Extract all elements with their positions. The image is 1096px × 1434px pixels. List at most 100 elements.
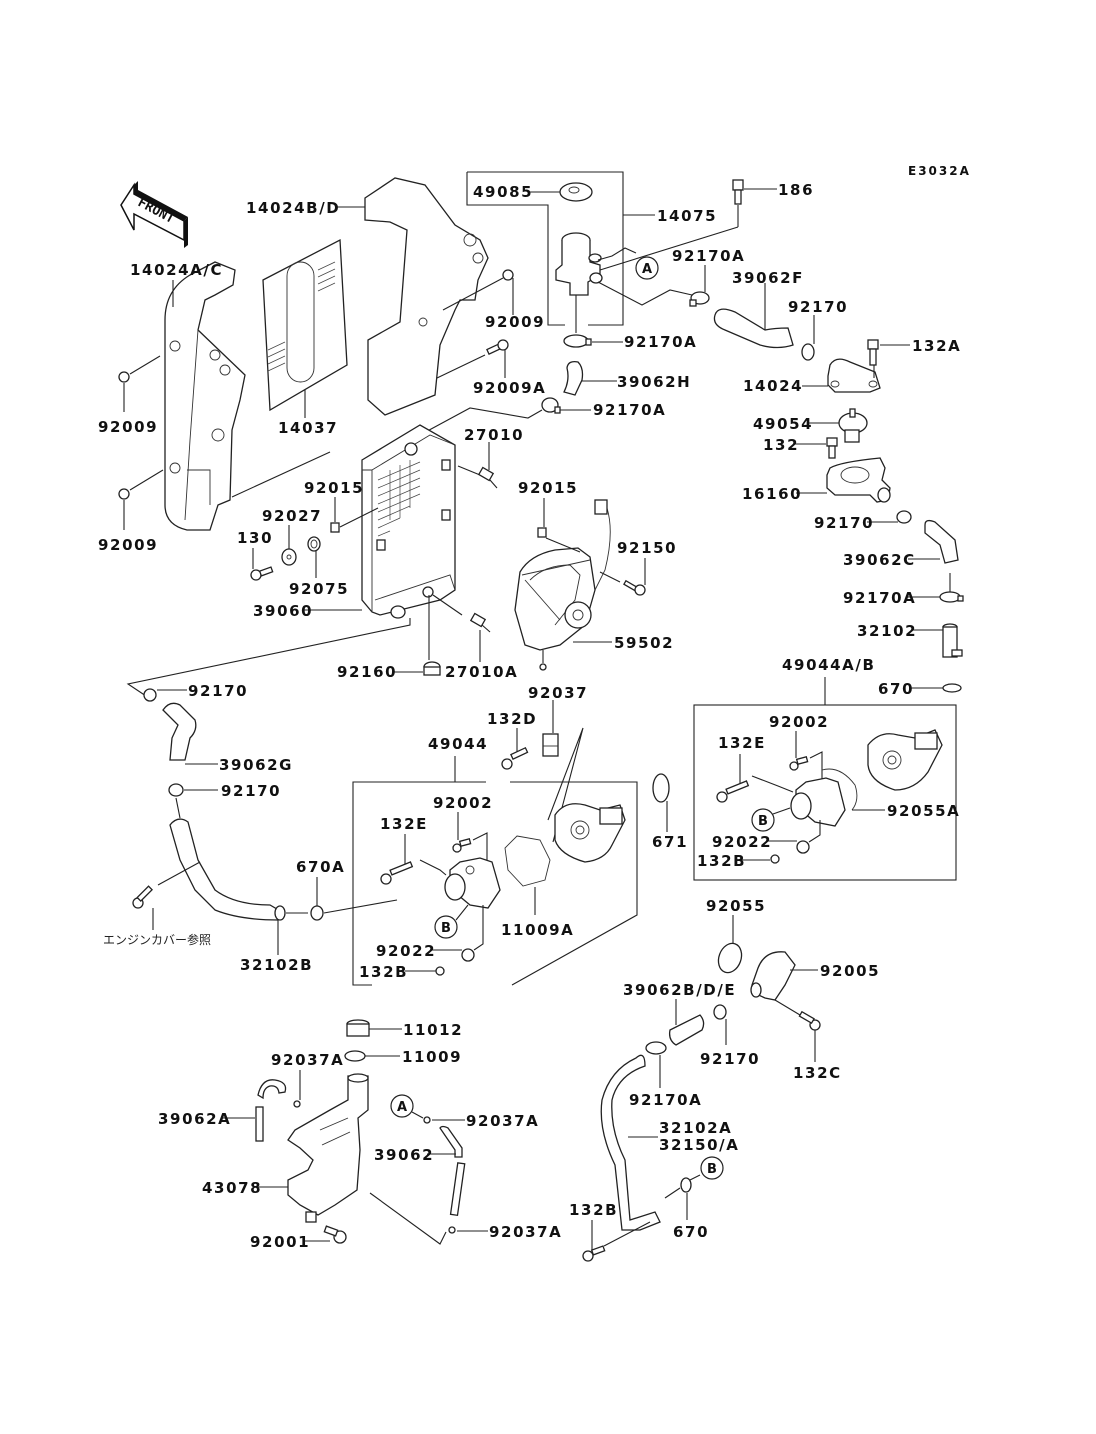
label-11012: 11012 [403, 1021, 463, 1039]
pump-cover-part [790, 777, 846, 827]
bracket-92037-part [542, 733, 559, 757]
label-43078: 43078 [202, 1179, 262, 1197]
reference-a-marker: A [390, 1094, 414, 1118]
clip-92037A-icon [448, 1226, 456, 1234]
label-92002-1: 92002 [433, 794, 493, 812]
pump-cover-part [444, 857, 501, 909]
label-92170-5: 92170 [700, 1050, 760, 1068]
hose-clamp-icon [939, 591, 964, 603]
label-92150: 92150 [617, 539, 677, 557]
hose-clamp-icon [563, 334, 592, 348]
hose-39062H-part [563, 360, 584, 396]
label-92022-1: 92022 [376, 942, 436, 960]
o-ring-670-part [942, 683, 962, 693]
bolt-132B-icon [435, 966, 445, 976]
hose-39062-part [439, 1125, 463, 1158]
hose-39062BDE-part [668, 1014, 705, 1046]
label-92022-2: 92022 [712, 833, 772, 851]
label-92170A-5: 92170A [629, 1091, 702, 1109]
o-ring-92055-part [717, 942, 743, 974]
thermostat-part [838, 408, 868, 443]
clip-92015-part [330, 522, 340, 533]
fan-switch-27010-part [477, 466, 498, 489]
svg-text:A: A [642, 262, 652, 277]
shroud-left-part [164, 261, 246, 531]
bolt-engine-cover-icon [132, 885, 153, 909]
label-39060: 39060 [253, 602, 313, 620]
diagram-code: E3032A [908, 164, 971, 178]
bolt-132B-icon [582, 1245, 606, 1262]
o-ring-670-part [680, 1177, 692, 1193]
label-92027: 92027 [262, 507, 322, 525]
bolt-132E-icon [380, 861, 414, 885]
gasket-11009A-part [504, 835, 551, 887]
hose-39062C-part [924, 519, 959, 564]
hose-clamp-icon [689, 291, 710, 307]
label-92009-top: 92009 [485, 313, 545, 331]
thermostat-housing-part [826, 457, 891, 503]
label-92170-1: 92170 [788, 298, 848, 316]
label-39062C: 39062C [843, 551, 916, 569]
label-39062G: 39062G [219, 756, 293, 774]
o-ring-671-part [652, 773, 670, 803]
thermostat-cover-part [827, 358, 881, 393]
label-92170-4: 92170 [221, 782, 281, 800]
bolt-92009A-icon [436, 339, 509, 379]
label-92170A-4: 92170A [843, 589, 916, 607]
label-92160: 92160 [337, 663, 397, 681]
clip-92015-part [537, 527, 547, 538]
label-92009-left-2: 92009 [98, 536, 158, 554]
grommet-92027-part [281, 548, 297, 566]
label-132D: 132D [487, 710, 537, 728]
svg-text:B: B [707, 1162, 717, 1177]
cooling-fan-part [514, 547, 596, 651]
sensor-27010A-part [469, 612, 491, 633]
radiator-cap-part [559, 182, 593, 202]
label-132C: 132C [793, 1064, 842, 1082]
collar-92075-part [307, 536, 321, 552]
radiator-part [361, 424, 456, 619]
hose-39062-lower-part [449, 1162, 466, 1217]
svg-text:B: B [758, 814, 768, 829]
label-92005: 92005 [820, 962, 880, 980]
pipe-32102-part [942, 623, 963, 658]
label-92170A-1: 92170A [672, 247, 745, 265]
label-92055A: 92055A [887, 802, 960, 820]
hose-clamp-icon [713, 1004, 727, 1020]
label-92009A: 92009A [473, 379, 546, 397]
hose-clamp-icon [143, 688, 157, 702]
label-132B-3: 132B [569, 1201, 618, 1219]
water-pump-body-part [554, 803, 626, 863]
label-132B-1: 132B [359, 963, 408, 981]
label-14024AC: 14024A/C [130, 261, 223, 279]
label-39062F: 39062F [732, 269, 804, 287]
water-pump-body-part [867, 729, 943, 791]
hose-clamp-icon [168, 783, 184, 797]
label-671: 671 [652, 833, 688, 851]
label-92037A-2: 92037A [466, 1112, 539, 1130]
washer-92022-part [796, 840, 810, 854]
label-14024: 14024 [743, 377, 803, 395]
label-92170-3: 92170 [188, 682, 248, 700]
bolt-92001-icon [323, 1225, 347, 1244]
label-32102A: 32102A [659, 1119, 732, 1137]
label-92170A-3: 92170A [593, 401, 666, 419]
bolt-132C-icon [798, 1010, 821, 1031]
label-92170-2: 92170 [814, 514, 874, 532]
bolt-132E-icon [716, 780, 750, 803]
label-27010: 27010 [464, 426, 524, 444]
svg-text:A: A [397, 1100, 407, 1115]
clip-92037A-icon [423, 1116, 431, 1124]
hose-clamp-icon [541, 397, 561, 414]
label-39062BDE: 39062B/D/E [623, 981, 736, 999]
label-132: 132 [763, 436, 799, 454]
screw-92009-icon [118, 469, 164, 500]
pipe-32102B-part [169, 818, 283, 921]
bolt-92002-icon [789, 755, 809, 771]
label-32102: 32102 [857, 622, 917, 640]
bolt-132-icon [826, 437, 838, 459]
drain-92160-part [423, 661, 441, 676]
label-670-1: 670 [878, 680, 914, 698]
bolt-132D-icon [501, 746, 529, 770]
